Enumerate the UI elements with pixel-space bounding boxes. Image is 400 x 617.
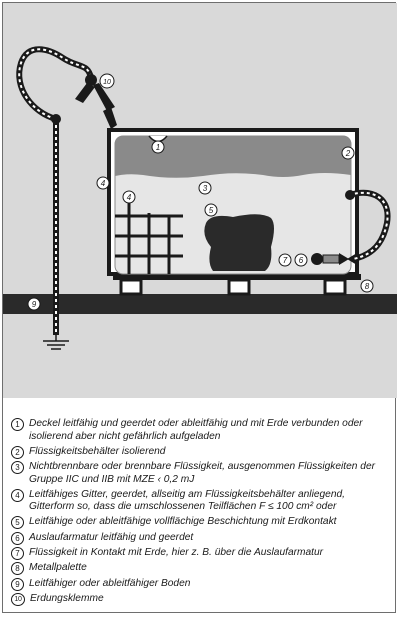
legend-text: Auslaufarmatur leitfähig und geerdet <box>29 531 194 543</box>
legend-number: 2 <box>11 445 24 459</box>
legend-text: Erdungsklemme <box>30 593 104 605</box>
legend-text: Flüssigkeitsbehälter isolierend <box>29 445 166 457</box>
ibc-grounding-diagram: 1 2 3 4 4 5 7 <box>3 46 397 350</box>
metal-pallet <box>113 274 361 296</box>
legend-item: 10 Erdungsklemme <box>11 593 385 607</box>
grounding-clamp <box>75 74 117 129</box>
legend-text: Nichtbrennbare oder brennbare Flüssigkei… <box>29 460 375 485</box>
legend-text: Metallpalette <box>29 562 87 574</box>
legend-number: 1 <box>11 418 24 431</box>
svg-text:1: 1 <box>156 143 160 152</box>
callout-8: 8 <box>360 279 374 293</box>
conductive-grid <box>115 201 183 274</box>
legend-item: 6 Auslaufarmatur leitfähig und geerdet <box>11 531 385 545</box>
legend-number: 10 <box>11 593 25 607</box>
callout-4-grid: 4 <box>122 190 136 204</box>
clamp-cable <box>16 46 94 122</box>
legend-text: Flüssigkeit in Kontakt mit Erde, hier z.… <box>29 546 324 558</box>
conductive-floor <box>3 294 397 314</box>
callout-1: 1 <box>151 140 165 154</box>
legend-text: Deckel leitfähig und geerdet oder ableit… <box>29 418 363 442</box>
svg-text:3: 3 <box>203 184 208 193</box>
illustration: 1 2 3 4 4 5 7 <box>3 3 397 398</box>
legend: 1 Deckel leitfähig und geerdet oder able… <box>3 398 395 612</box>
legend-item: 3 Nichtbrennbare oder brennbare Flüssigk… <box>11 460 385 486</box>
svg-text:9: 9 <box>32 300 37 309</box>
legend-number: 5 <box>11 516 24 530</box>
legend-number: 8 <box>11 562 24 576</box>
callout-5: 5 <box>204 203 218 217</box>
conductive-coating <box>204 214 274 271</box>
svg-text:7: 7 <box>283 256 288 265</box>
svg-text:4: 4 <box>101 179 106 188</box>
earth-symbol <box>43 335 69 350</box>
legend-text: Leitfähiger oder ableitfähiger Boden <box>29 577 191 589</box>
legend-text: Leitfähige oder ableitfähige vollflächig… <box>29 516 337 528</box>
callout-2: 2 <box>341 146 355 160</box>
svg-text:6: 6 <box>299 256 304 265</box>
legend-number: 7 <box>11 546 24 560</box>
callout-9: 9 <box>27 297 41 311</box>
callout-3: 3 <box>198 181 212 195</box>
legend-item: 4 Leitfähiges Gitter, geerdet, allseitig… <box>11 488 385 514</box>
legend-text: Leitfähiges Gitter, geerdet, allseitig a… <box>29 488 345 513</box>
figure-frame: 1 2 3 4 4 5 7 <box>2 2 397 613</box>
legend-number: 6 <box>11 531 24 545</box>
svg-text:4: 4 <box>127 193 132 202</box>
svg-text:2: 2 <box>345 149 351 158</box>
callout-10: 10 <box>99 73 115 89</box>
svg-text:10: 10 <box>103 79 111 86</box>
callout-4: 4 <box>96 176 110 190</box>
legend-number: 4 <box>11 488 24 502</box>
callout-7: 7 <box>278 253 292 267</box>
legend-item: 7 Flüssigkeit in Kontakt mit Erde, hier … <box>11 546 385 560</box>
legend-number: 9 <box>11 577 24 591</box>
legend-number: 3 <box>11 460 24 474</box>
legend-item: 2 Flüssigkeitsbehälter isolierend <box>11 445 385 459</box>
legend-item: 8 Metallpalette <box>11 562 385 576</box>
callout-6: 6 <box>294 253 308 267</box>
cable-joint <box>51 114 61 124</box>
legend-item: 1 Deckel leitfähig und geerdet oder able… <box>11 418 385 443</box>
svg-text:8: 8 <box>365 282 370 291</box>
svg-text:5: 5 <box>209 206 214 215</box>
legend-item: 9 Leitfähiger oder ableitfähiger Boden <box>11 577 385 591</box>
legend-item: 5 Leitfähige oder ableitfähige vollfläch… <box>11 516 385 530</box>
